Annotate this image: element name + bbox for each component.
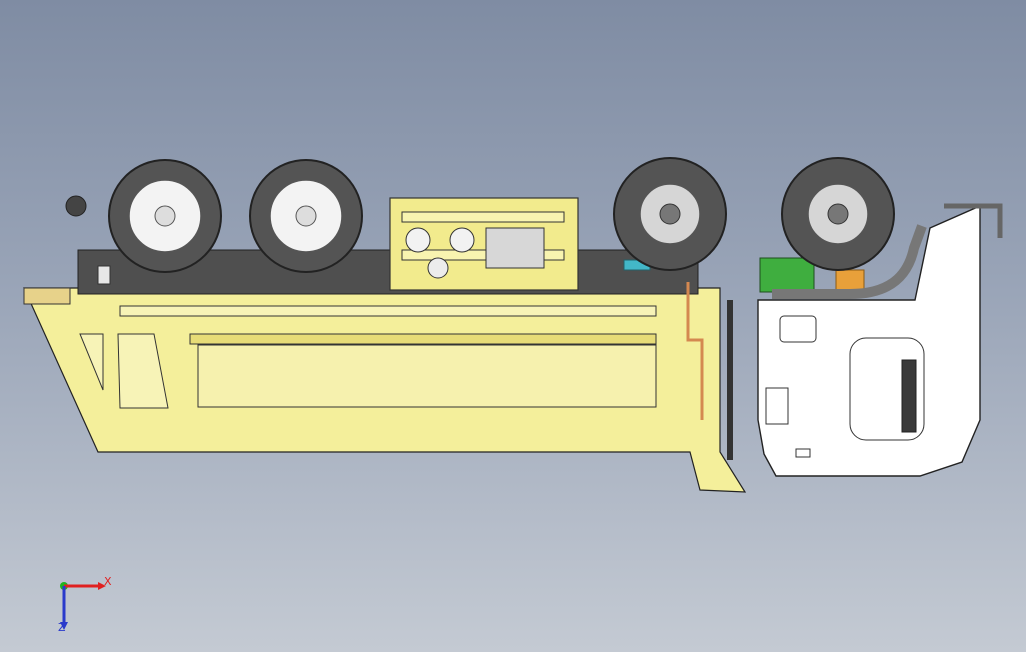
chassis[interactable]: [77, 197, 865, 460]
fuel-line: [686, 282, 704, 420]
tank-right: [449, 227, 475, 253]
rear-wheel-1[interactable]: [108, 159, 222, 273]
mirror-arm: [944, 203, 1003, 238]
coordinate-triad: X Z: [52, 572, 116, 636]
cab[interactable]: [757, 203, 1003, 477]
chassis-top-bar: [401, 211, 565, 223]
dump-body-front-panel: [117, 333, 169, 409]
dump-body-front-slot: [79, 333, 104, 391]
green-module: [759, 257, 815, 293]
rear-wheel-2[interactable]: [249, 159, 363, 273]
rear-accessories[interactable]: [65, 195, 111, 285]
triad-axes: [60, 582, 106, 630]
dump-body-window: [197, 344, 657, 408]
truck-body[interactable]: [23, 287, 747, 493]
x-axis-label: X: [104, 575, 112, 588]
dump-body-rear-cap: [23, 287, 71, 305]
front-wheel-2[interactable]: [781, 157, 895, 271]
z-axis-label: Z: [58, 621, 66, 634]
wheels-front[interactable]: [613, 157, 895, 271]
cab-step: [765, 387, 789, 425]
axle-hub: [427, 257, 449, 279]
rear-hitch: [97, 265, 111, 285]
orange-module: [835, 269, 865, 291]
spare-tank: [485, 227, 545, 269]
x-axis-arrow: [98, 582, 106, 590]
chassis-bottom-bar: [401, 249, 565, 261]
dump-body-stripe: [189, 333, 657, 345]
cab-handle: [901, 359, 917, 433]
cab-window: [779, 315, 817, 343]
wheels-rear[interactable]: [108, 159, 363, 273]
front-wheel-1[interactable]: [613, 157, 727, 271]
cab-light: [795, 448, 811, 458]
rear-light: [65, 195, 87, 217]
z-axis-arrow: [60, 622, 68, 630]
tank-left: [405, 227, 431, 253]
dump-body-top-rail: [119, 305, 657, 317]
exhaust-pipe: [772, 224, 927, 299]
